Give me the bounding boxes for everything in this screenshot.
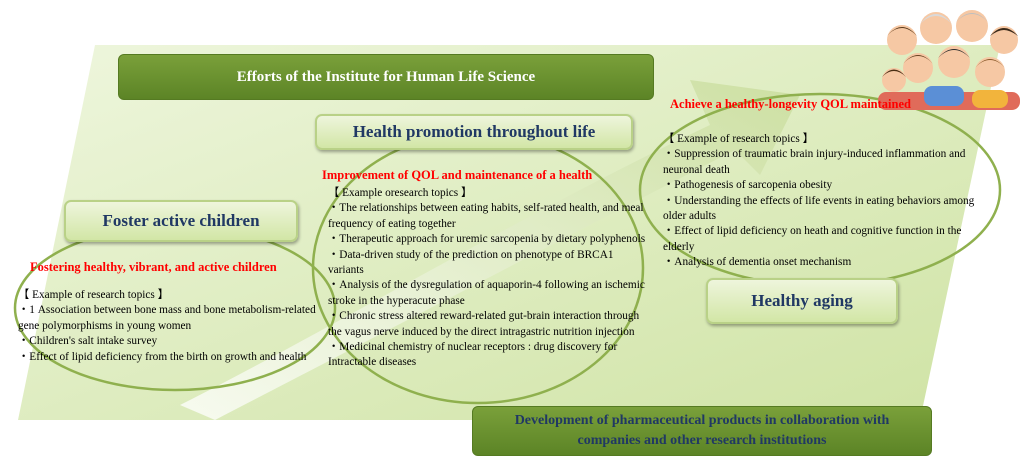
topics-header: 【 Example of research topics 】 (18, 289, 169, 301)
children-topics: 【 Example of research topics 】 ・1 Associ… (18, 288, 322, 365)
list-item: ・Effect of lipid deficiency from the bir… (18, 350, 307, 363)
life-heading: Improvement of QOL and maintenance of a … (322, 168, 593, 182)
list-item: ・Effect of lipid deficiency on heath and… (663, 225, 962, 253)
list-item: ・Children's salt intake survey (18, 335, 158, 348)
list-item: ・Medicinal chemistry of nuclear receptor… (328, 341, 618, 369)
list-item: ・The relationships between eating habits… (328, 202, 644, 230)
face-icon (878, 10, 1020, 110)
list-item: ・1 Association between bone mass and bon… (18, 304, 316, 332)
topics-header: 【 Example of research topics 】 (663, 133, 814, 145)
children-heading: Fostering healthy, vibrant, and active c… (30, 260, 277, 274)
list-item: ・Understanding the effects of life event… (663, 194, 975, 223)
list-item: ・Analysis of the dysregulation of aquapo… (328, 279, 645, 307)
stage-label-aging: Healthy aging (706, 278, 898, 324)
aging-topics: 【 Example of research topics 】 ・Suppress… (663, 132, 993, 271)
life-topics: 【 Example oresearch topics 】 ・The relati… (328, 186, 646, 371)
list-item: ・Pathogenesis of sarcopenia obesity (663, 179, 833, 192)
footer-collaboration-box: Development of pharmaceutical products i… (472, 406, 932, 456)
topics-header: 【 Example oresearch topics 】 (328, 187, 473, 199)
people-crowd-illustration (878, 10, 1020, 110)
list-item: ・Suppression of traumatic brain injury-i… (663, 148, 966, 176)
banner-title: Efforts of the Institute for Human Life … (118, 54, 654, 100)
stage-label-life: Health promotion throughout life (315, 114, 633, 150)
list-item: ・Therapeutic approach for uremic sarcope… (328, 233, 646, 246)
stage-label-children: Foster active children (64, 200, 298, 242)
list-item: ・Chronic stress altered reward-related g… (328, 310, 640, 338)
list-item: ・Analysis of dementia onset mechanism (663, 256, 852, 269)
list-item: ・Data-driven study of the prediction on … (328, 248, 614, 277)
aging-heading: Achieve a healthy-longevity QOL maintain… (670, 97, 911, 111)
